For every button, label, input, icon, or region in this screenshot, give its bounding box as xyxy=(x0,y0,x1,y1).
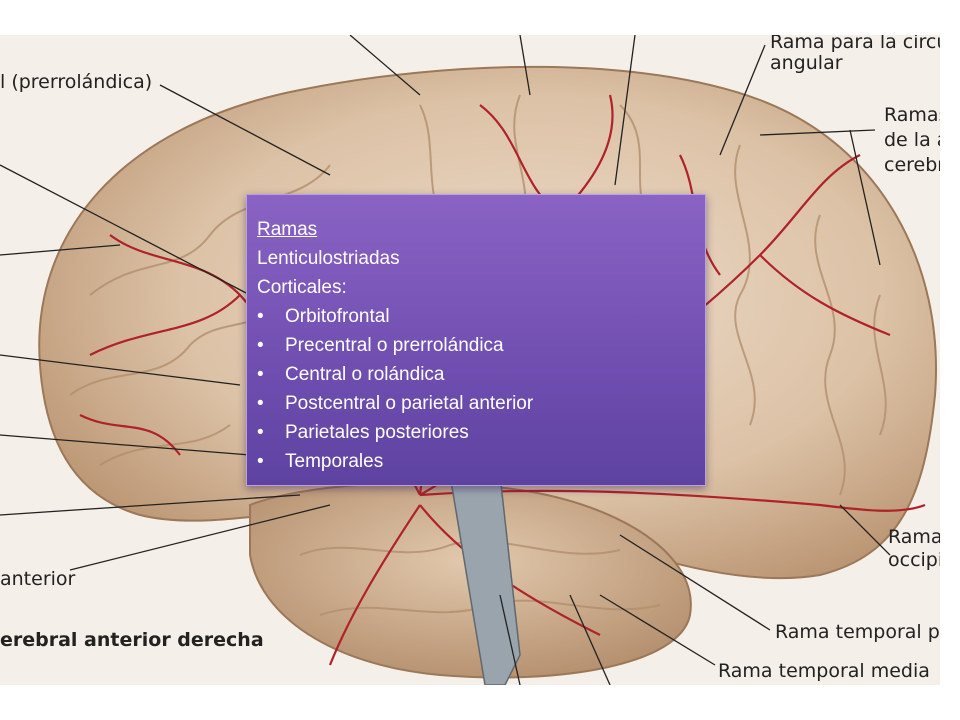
label-ramas-occipitales-1: Ramas xyxy=(888,526,940,548)
bullet-item: Central o rolándica xyxy=(257,360,695,389)
label-ramas-temporales: Ramas t xyxy=(884,104,940,126)
bullet-item: Orbitofrontal xyxy=(257,302,695,331)
leader-lines xyxy=(0,35,891,685)
callout-bullet-list: Orbitofrontal Precentral o prerrolándica… xyxy=(257,302,695,476)
label-de-la-arteria: de la art xyxy=(884,129,940,151)
callout-lenticulostriadas: Lenticulostriadas xyxy=(257,248,400,269)
bullet-item: Postcentral o parietal anterior xyxy=(257,389,695,418)
callout-corticales: Corticales: xyxy=(257,277,347,298)
bullet-item: Parietales posteriores xyxy=(257,418,695,447)
label-rama-circunvolucion: Rama para la circun xyxy=(770,35,940,53)
label-cerebral-anterior-derecha: erebral anterior derecha xyxy=(0,629,264,651)
label-rama-temporal-posterior: Rama temporal po xyxy=(775,621,940,643)
label-ramas-occipitales-2: occipito xyxy=(888,549,940,571)
label-anterior: anterior xyxy=(0,568,76,590)
bullet-item: Precentral o prerrolándica xyxy=(257,331,695,360)
label-rama-temporal-media: Rama temporal media xyxy=(718,660,930,682)
label-angular: angular xyxy=(770,52,843,74)
bullet-item: Temporales xyxy=(257,447,695,476)
callout-heading: Ramas xyxy=(257,219,318,240)
callout-box: Ramas Lenticulostriadas Corticales: Orbi… xyxy=(246,194,706,486)
label-prerrolandica: l (prerrolándica) xyxy=(0,71,153,93)
label-cerebral: cerebra xyxy=(884,154,940,176)
